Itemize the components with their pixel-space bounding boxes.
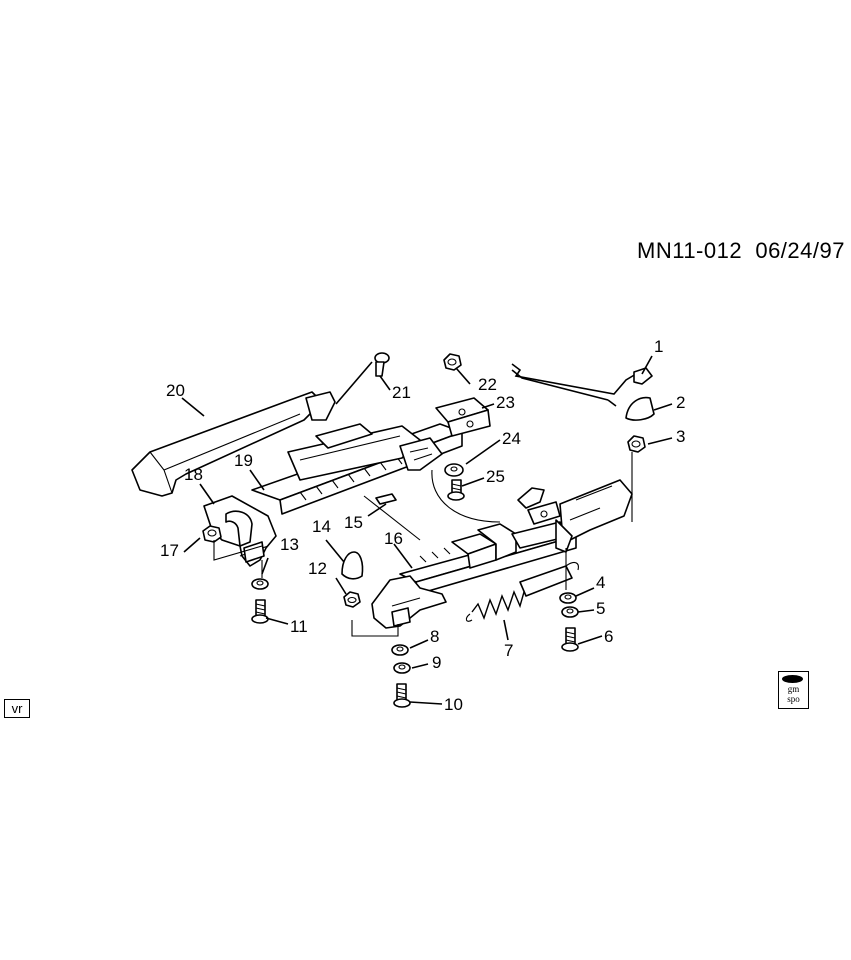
callout-11: 11 [290,617,308,636]
callout-7: 7 [504,641,513,660]
gm-logo-oval-icon [782,675,803,683]
callout-21: 21 [392,383,411,402]
callout-23: 23 [496,393,515,412]
part-bolt-6 [561,627,579,652]
part-washer-5 [561,606,579,618]
callout-14: 14 [312,517,331,536]
callout-19: 19 [234,451,253,470]
callout-1: 1 [654,337,663,356]
part-bolt-10 [393,683,411,708]
diagram-code-number: MN11-012 [637,238,743,263]
part-front-bracket-left [203,495,277,567]
logo-line-2: spo [787,694,800,704]
part-cap-14 [341,551,364,580]
part-rear-bracket-right [371,575,447,629]
callout-18: 18 [184,465,203,484]
part-spring-7 [465,561,579,622]
part-label-15 [375,493,397,505]
part-nut-22 [443,353,462,371]
part-nut-3 [627,435,646,453]
logo-line-1: gm [787,684,800,694]
callout-labels: 1 2 3 4 5 6 7 8 9 10 11 12 13 14 15 16 1… [160,337,685,714]
part-washer-9 [393,662,411,674]
callout-20: 20 [166,381,185,400]
callout-16: 16 [384,529,403,548]
callout-4: 4 [596,573,605,592]
part-release-rod [511,363,637,407]
callout-17: 17 [160,541,179,560]
callout-13: 13 [280,535,299,554]
callout-22: 22 [478,375,497,394]
part-upper-track-right [399,521,577,595]
part-cap-2 [625,396,655,421]
gm-spo-logo: gm spo [778,671,809,709]
part-track-cover [131,391,336,497]
diagram-date: 06/24/97 [755,238,845,263]
part-washer-4 [559,592,577,604]
part-washer-24 [444,463,464,477]
part-nut-12 [343,591,361,608]
leader-lines [181,355,673,705]
diagram-code: MN11-012 06/24/97 [637,238,845,264]
corner-tag: vr [4,699,30,718]
callout-10: 10 [444,695,463,714]
callout-2: 2 [676,393,685,412]
callout-8: 8 [430,627,439,646]
part-clip-1 [633,367,653,385]
part-washer-13 [251,578,269,590]
callout-9: 9 [432,653,441,672]
part-washer-8 [391,644,409,656]
part-bolt-25 [447,479,465,501]
callout-25: 25 [486,467,505,486]
part-nut-17 [202,525,222,543]
callout-12: 12 [308,559,327,578]
callout-3: 3 [676,427,685,446]
assembly-lines [213,452,633,637]
callout-24: 24 [502,429,521,448]
callout-5: 5 [596,599,605,618]
part-bolt-11 [251,599,269,624]
part-screw-21 [374,352,390,377]
callout-6: 6 [604,627,613,646]
part-latch-plate [399,397,491,471]
callout-15: 15 [344,513,363,532]
